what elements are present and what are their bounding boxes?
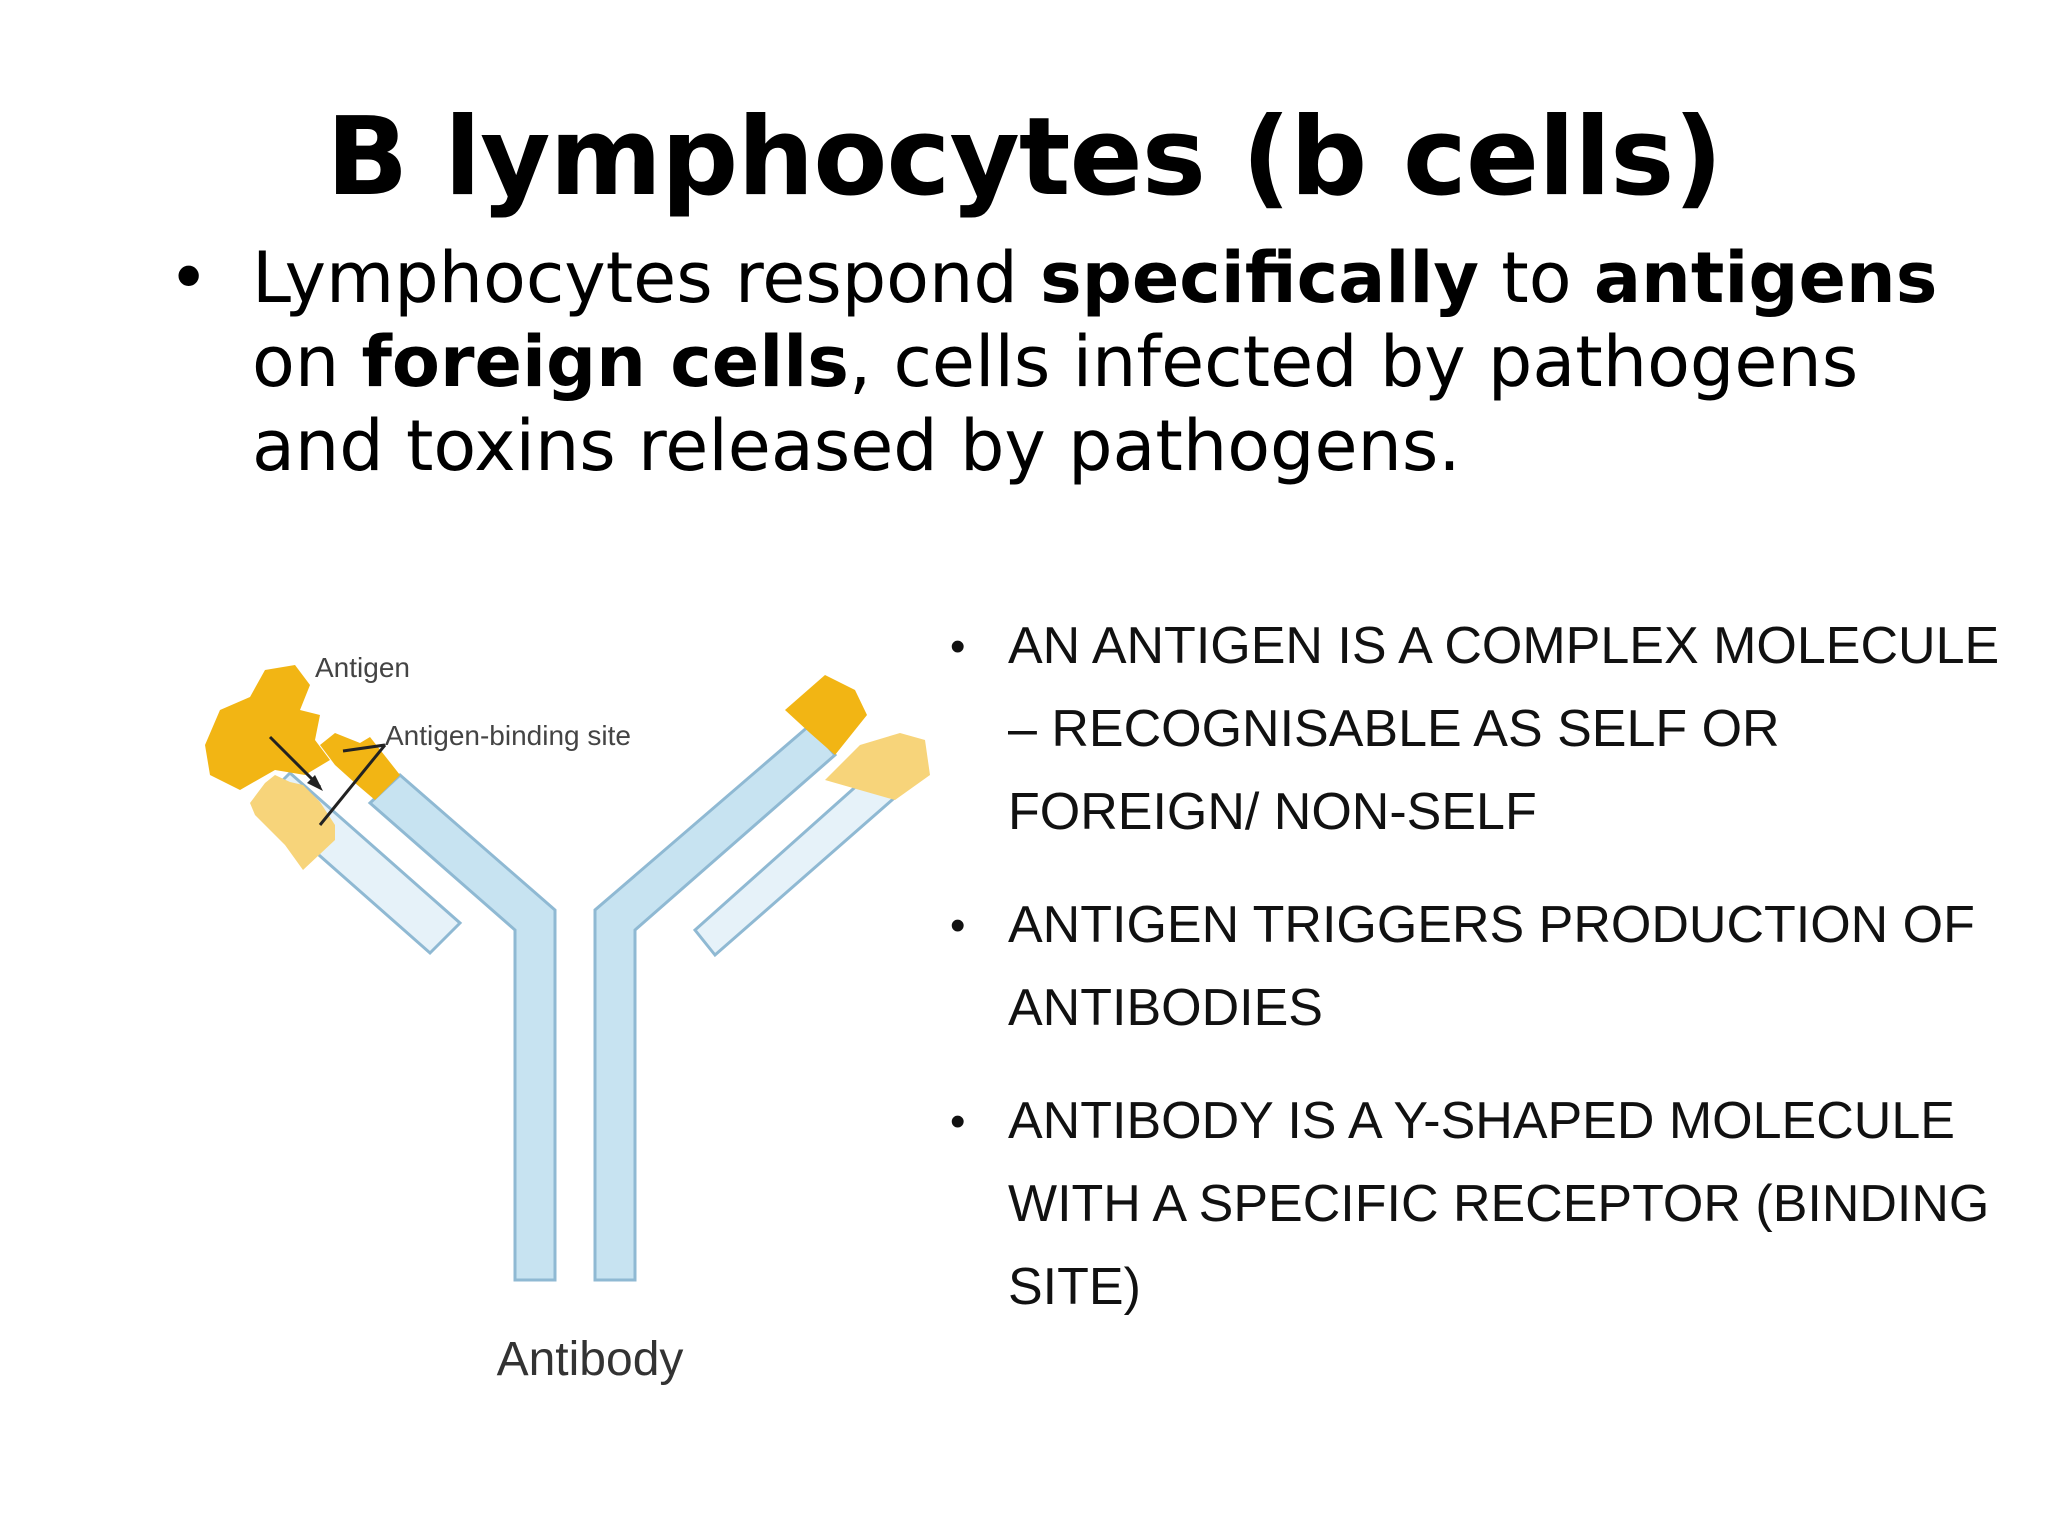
slide-title: B lymphocytes (b cells) [326, 95, 1723, 220]
label-antigen: Antigen [315, 652, 410, 683]
antigen-pointer-arrowhead [307, 775, 323, 791]
bullet-marker: • [950, 622, 966, 671]
right-light-chain [692, 762, 903, 958]
bullet-marker: • [950, 1097, 966, 1146]
bullet-bold-foreign-cells: foreign cells [361, 321, 849, 403]
antigen-shape [205, 665, 330, 790]
bullet-bold-specifically: specifically [1040, 237, 1480, 319]
antibody-diagram: Antigen Antigen-binding site Antibody [195, 615, 935, 1405]
fact-item: • AN ANTIGEN IS A COMPLEX MOLECULE – REC… [950, 605, 2010, 854]
right-light-tip [825, 733, 930, 800]
right-heavy-chain [593, 722, 838, 1282]
bullet-marker: • [950, 901, 966, 950]
antibody-facts-list: • AN ANTIGEN IS A COMPLEX MOLECULE – REC… [950, 605, 2010, 1359]
fact-text: AN ANTIGEN IS A COMPLEX MOLECULE – RECOG… [1008, 617, 2000, 841]
fact-text: ANTIBODY IS A Y-SHAPED MOLECULE WITH A S… [1008, 1092, 1990, 1316]
left-heavy-chain [367, 772, 557, 1282]
bullet-text-segment: , cells infected by pathogens and toxins… [252, 321, 1859, 487]
main-bullet-text: Lymphocytes respond specifically to anti… [252, 236, 1972, 488]
label-antigen-binding-site: Antigen-binding site [385, 720, 631, 751]
bullet-text-segment: on [252, 321, 362, 403]
label-antibody: Antibody [497, 1333, 684, 1386]
bullet-text-segment: Lymphocytes respond [252, 237, 1041, 319]
fact-item: • ANTIGEN TRIGGERS PRODUCTION OF ANTIBOD… [950, 884, 2010, 1050]
fact-text: ANTIGEN TRIGGERS PRODUCTION OF ANTIBODIE… [1008, 896, 1975, 1037]
left-light-tip [250, 775, 335, 870]
antibody-diagram-svg: Antigen Antigen-binding site Antibody [205, 652, 930, 1386]
binding-site-pointer-line [342, 743, 386, 753]
binding-site-pointer-line [318, 744, 387, 826]
bullet-bold-antigens: antigens [1593, 237, 1938, 319]
right-heavy-tip [785, 675, 867, 755]
fact-item: • ANTIBODY IS A Y-SHAPED MOLECULE WITH A… [950, 1080, 2010, 1329]
bullet-marker: • [168, 237, 210, 319]
bullet-text-segment: to [1479, 237, 1594, 319]
